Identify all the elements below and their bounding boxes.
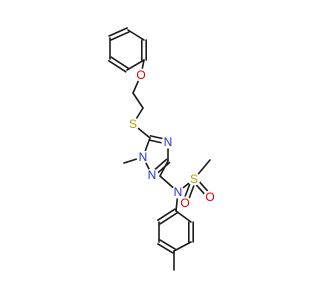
atom-tri_n4: N bbox=[145, 168, 159, 182]
double-bond-ph1_c3-ph1_c4 bbox=[141, 39, 147, 61]
double-bond-tol_c1-tol_c2 bbox=[157, 208, 178, 225]
atom-tri_n2: N bbox=[161, 135, 175, 149]
bond-tri_c3-ch2_link bbox=[159, 160, 169, 177]
atom-tri_n1: N bbox=[136, 150, 150, 164]
atom-o_s2: O bbox=[178, 196, 192, 210]
atom-s_sulf: S bbox=[187, 172, 201, 186]
atom-label-s_thio: S bbox=[129, 117, 137, 131]
double-bond-tol_c3-tol_c4 bbox=[157, 239, 176, 254]
atom-o_ether: O bbox=[134, 68, 148, 82]
atom-label-o_ether: O bbox=[136, 68, 145, 82]
double-bond-tol_c5-tol_c6 bbox=[188, 221, 194, 243]
double-bond-ph1_c1-ph1_c2 bbox=[108, 27, 130, 41]
atom-o_s1: O bbox=[203, 190, 217, 204]
atom-s_thio: S bbox=[126, 117, 140, 131]
double-bond-ph1_c5-ph1_c6 bbox=[108, 56, 129, 73]
atom-label-tri_n2: N bbox=[164, 135, 173, 149]
bond-ch2_a-ch2_b bbox=[132, 92, 144, 109]
atom-label-o_s1: O bbox=[205, 190, 214, 204]
atom-label-tri_n1: N bbox=[139, 150, 148, 164]
bond-tol_c4-tol_c5 bbox=[173, 241, 192, 252]
atom-label-o_s2: O bbox=[180, 196, 189, 210]
atom-label-s_sulf: S bbox=[190, 172, 198, 186]
bonds bbox=[108, 27, 213, 271]
atom-n_sulf: N bbox=[171, 185, 185, 199]
bond-tol_c6-tol_c1 bbox=[175, 210, 192, 223]
bond-ph1_c2-ph1_c3 bbox=[127, 29, 145, 41]
atom-label-n_sulf: N bbox=[174, 185, 183, 199]
bond-ph1_c4-ph1_c5 bbox=[126, 59, 145, 71]
atom-label-tri_n4: N bbox=[148, 168, 157, 182]
